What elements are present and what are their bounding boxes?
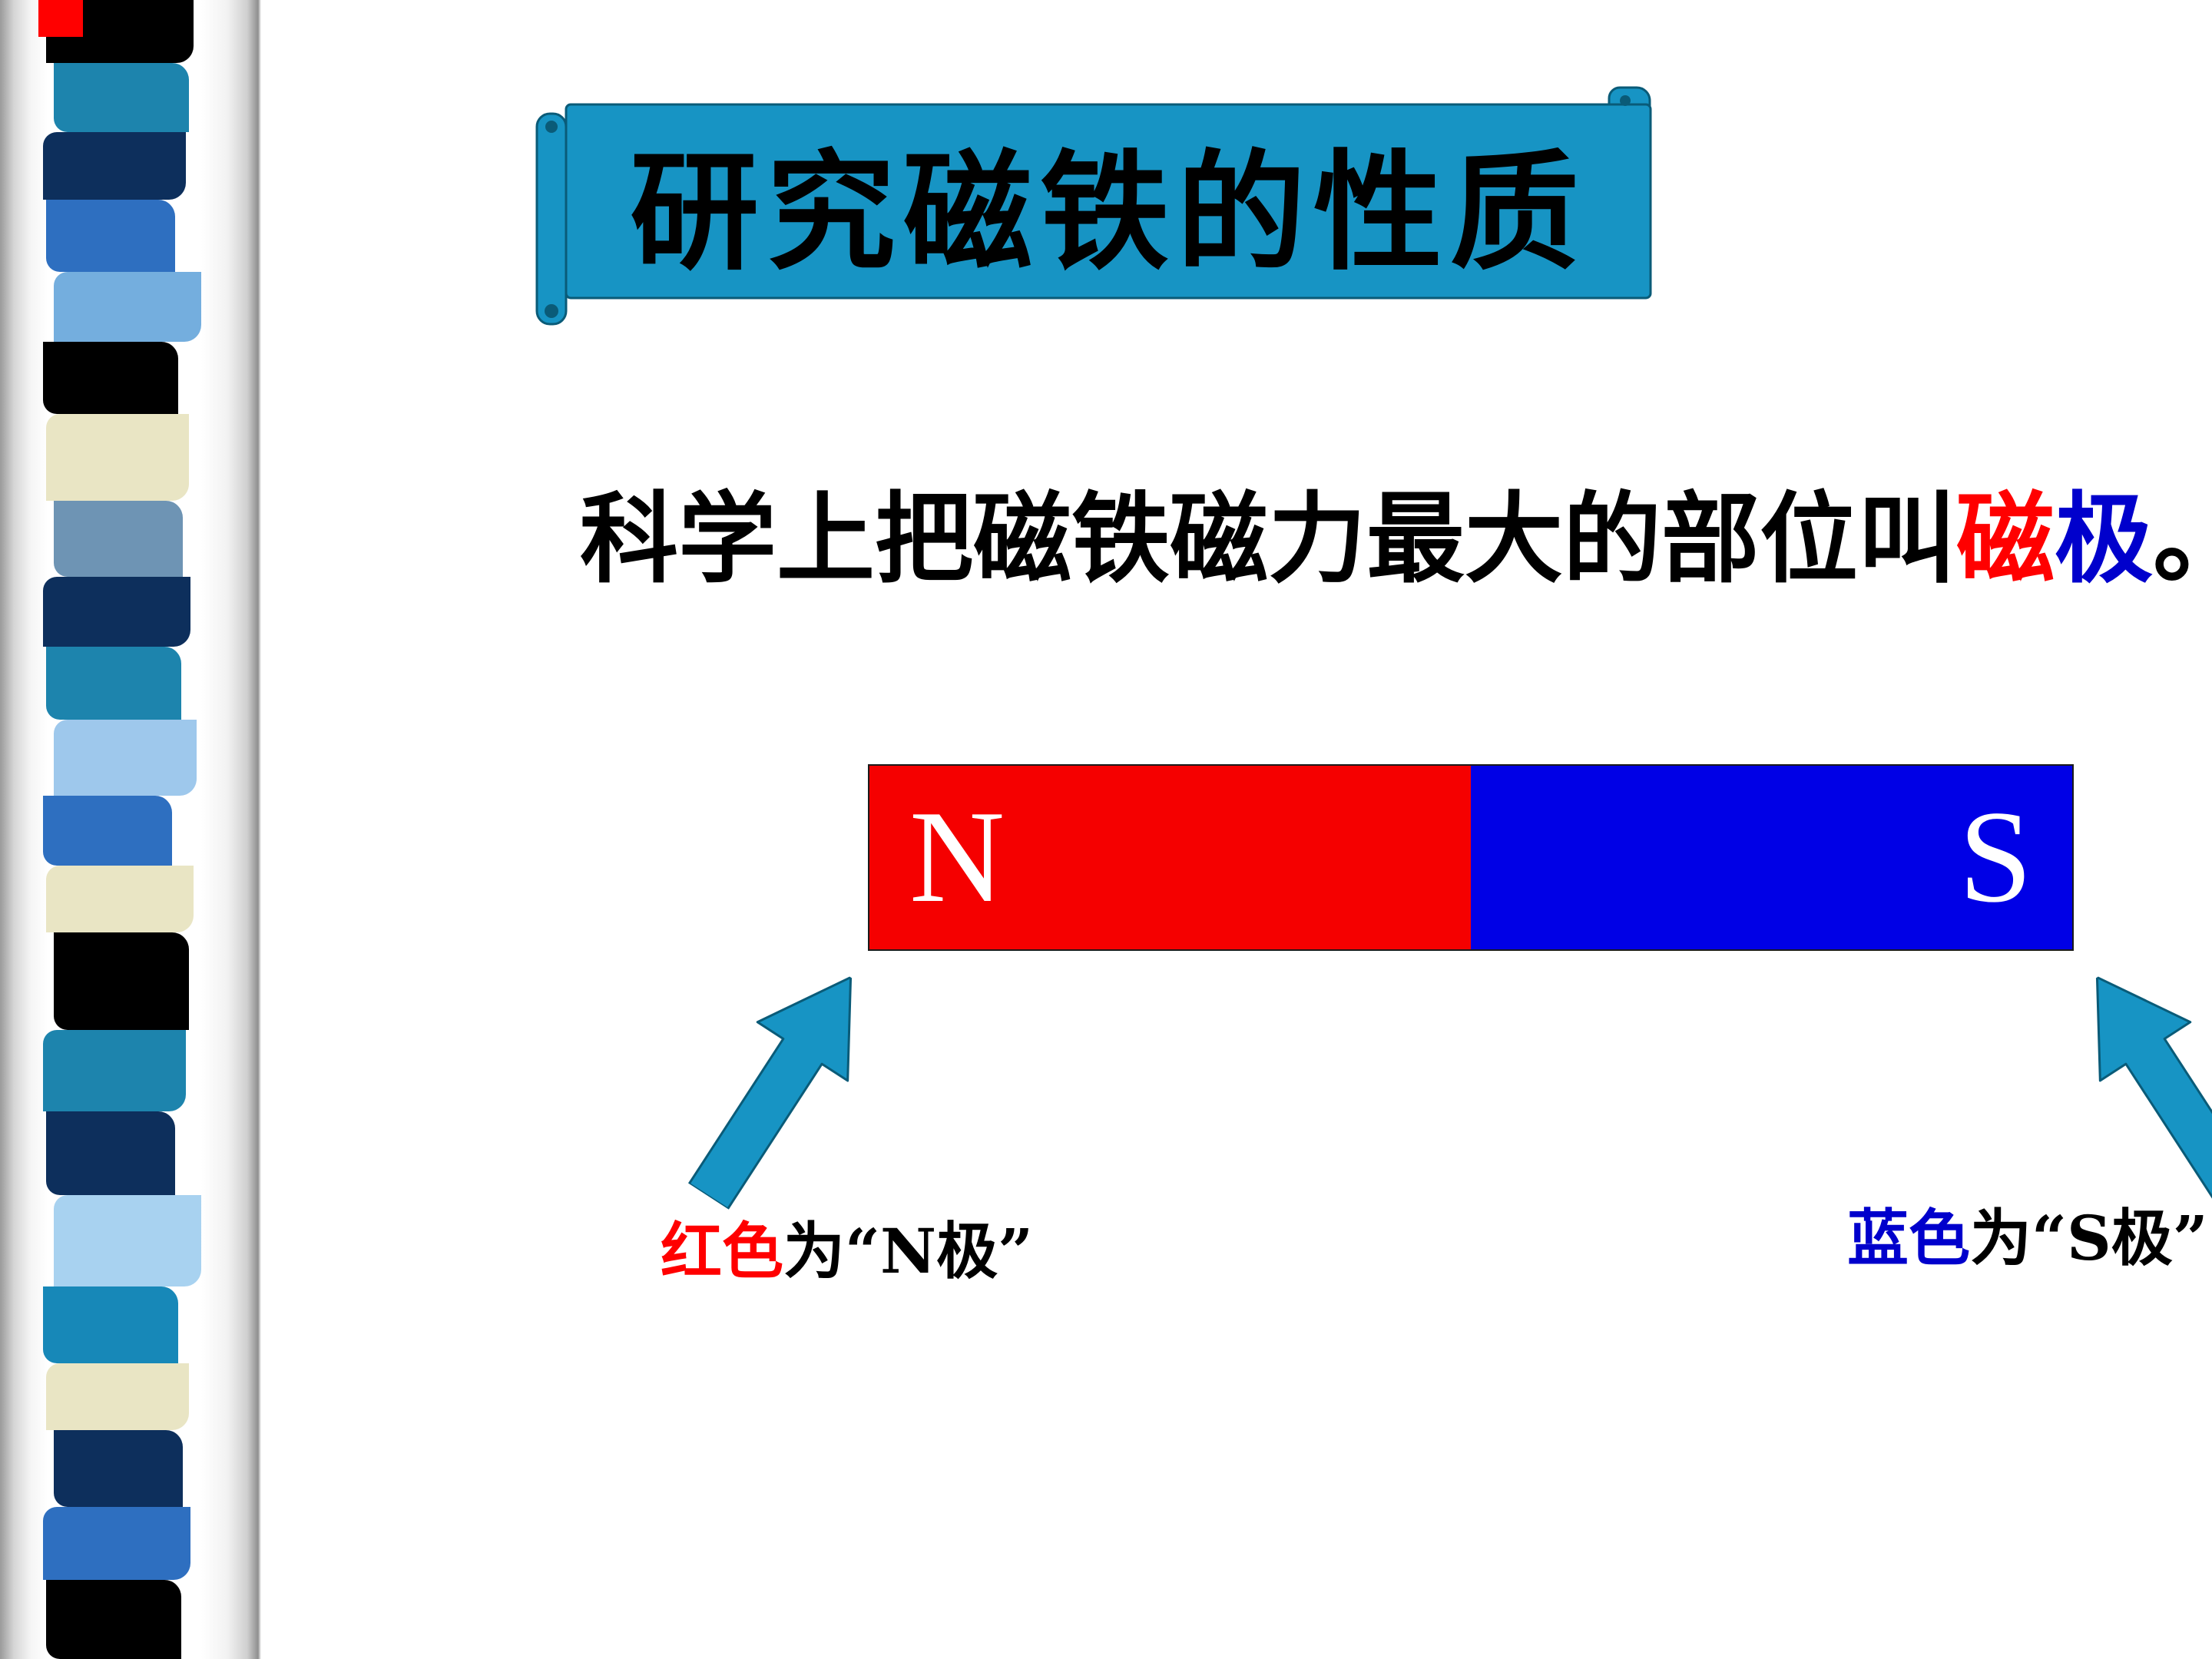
south-label: S xyxy=(1959,784,2032,930)
decorative-sidebar xyxy=(0,0,261,1659)
color-ribbon xyxy=(43,0,201,1659)
scroll-banner-shape xyxy=(535,86,1652,326)
caption-n-color-word: 红色 xyxy=(661,1215,783,1287)
ribbon-segment xyxy=(46,647,181,720)
title-banner: 研究磁铁的性质 xyxy=(534,83,1686,336)
magnet-north-pole: N xyxy=(869,766,1471,949)
slide-content: 研究磁铁的性质 科学上把磁铁磁力最大的部位叫磁极。 N S 红色为“N极” 蓝色… xyxy=(261,0,2212,1659)
caption-n-rest: 为“N极” xyxy=(783,1215,1034,1287)
body-period: 。 xyxy=(2153,482,2212,597)
body-highlight-blue: 极 xyxy=(2055,482,2154,597)
right-arrow-icon xyxy=(2095,975,2212,1210)
ribbon-segment xyxy=(43,1286,178,1364)
caption-n-pole: 红色为“N极” xyxy=(661,1202,1033,1291)
caption-s-pole: 蓝色为“S极” xyxy=(1847,1189,2208,1278)
ribbon-segment xyxy=(43,1030,186,1111)
ribbon-segment xyxy=(43,577,190,647)
ribbon-segment xyxy=(54,500,183,578)
body-text: 科学上把磁铁磁力最大的部位叫磁极。 xyxy=(580,459,2212,601)
caption-s-color-word: 蓝色 xyxy=(1847,1202,1970,1274)
ribbon-segment xyxy=(43,796,172,866)
ribbon-segment xyxy=(54,62,189,133)
ribbon-segment xyxy=(54,719,197,796)
left-arrow-icon xyxy=(687,975,853,1210)
north-label: N xyxy=(909,784,1005,930)
ribbon-segment xyxy=(54,1430,183,1508)
ribbon-segment xyxy=(43,132,186,200)
red-chip xyxy=(38,0,83,37)
ribbon-segment xyxy=(43,341,178,415)
caption-s-rest: 为“S极” xyxy=(1970,1202,2208,1274)
ribbon-segment xyxy=(46,1579,181,1659)
ribbon-segment xyxy=(43,1507,190,1580)
body-prefix: 科学上把磁铁磁力最大的部位叫 xyxy=(580,482,1957,597)
ribbon-segment xyxy=(46,866,194,933)
bar-magnet: N S xyxy=(868,764,2074,951)
ribbon-segment xyxy=(54,1194,201,1287)
slide-title: 研究磁铁的性质 xyxy=(630,135,1587,288)
ribbon-segment xyxy=(46,1363,189,1431)
magnet-south-pole: S xyxy=(1471,766,2072,949)
ribbon-segment xyxy=(54,932,189,1031)
ribbon-segment xyxy=(46,414,189,501)
ribbon-segment xyxy=(46,199,175,272)
body-highlight-red: 磁 xyxy=(1956,482,2055,597)
ribbon-segment xyxy=(54,271,201,342)
ribbon-segment xyxy=(46,1111,175,1195)
